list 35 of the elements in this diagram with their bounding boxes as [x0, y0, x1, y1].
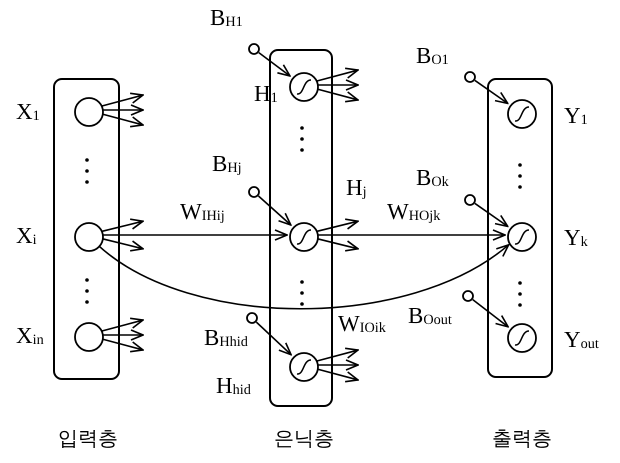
- arrow: [102, 229, 288, 241]
- node-label: B$_{Hhid}$: [204, 326, 248, 352]
- node-label: H$_{1}$: [254, 82, 278, 108]
- arrow: [101, 218, 144, 232]
- arrow: [102, 104, 144, 116]
- layer-label: 입력층: [58, 426, 118, 450]
- layer-label: 출력층: [492, 426, 552, 450]
- node-label: X$_{in}$: [16, 324, 44, 350]
- arrow: [316, 218, 359, 232]
- arrow: [472, 299, 509, 328]
- node-label: X$_{i}$: [16, 224, 37, 250]
- node-label: B$_{Hj}$: [212, 152, 242, 178]
- arrow: [256, 322, 292, 356]
- node-label: B$_{Ok}$: [416, 166, 449, 192]
- node-label: B$_{O1}$: [416, 44, 449, 70]
- node-label: Y$_{1}$: [564, 104, 588, 130]
- arrow: [317, 229, 506, 241]
- node-label: X$_{1}$: [16, 100, 40, 126]
- node-label: B$_{H1}$: [210, 6, 243, 32]
- node-label: B$_{Oout}$: [408, 304, 452, 330]
- arrow: [317, 79, 359, 91]
- node-label: Y$_{out}$: [564, 328, 599, 354]
- arrow: [101, 318, 144, 332]
- node-label: H$_{j}$: [346, 176, 367, 202]
- arrow: [258, 195, 292, 226]
- node-label: H$_{hid}$: [216, 374, 251, 400]
- arrow: [102, 329, 144, 341]
- arrow: [98, 244, 510, 310]
- node-label: Y$_{k}$: [564, 226, 588, 252]
- arrow: [316, 68, 359, 82]
- arrow: [474, 202, 508, 228]
- arrow: [316, 348, 359, 362]
- arrow: [317, 359, 359, 371]
- layer-label: 은닉층: [274, 426, 334, 450]
- arrow: [101, 92, 144, 107]
